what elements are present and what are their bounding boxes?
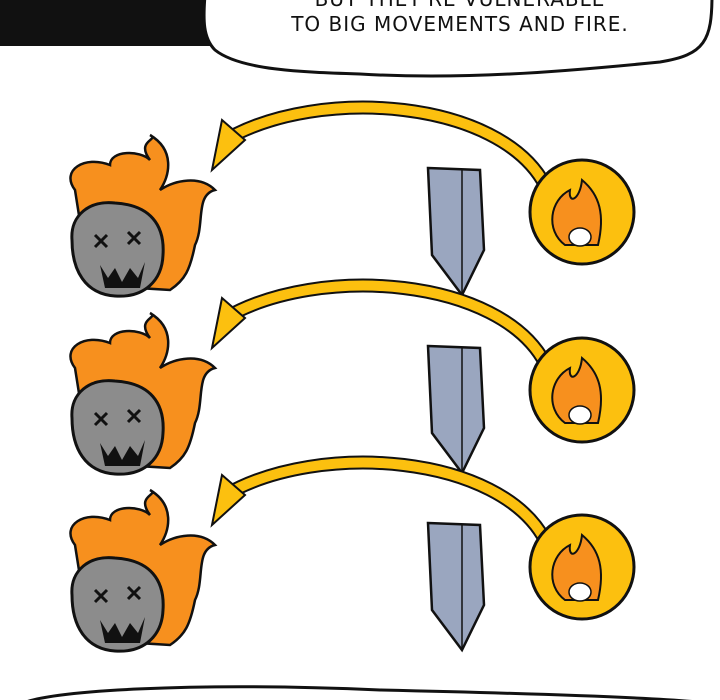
- bottom-speech-bubble: [27, 685, 693, 700]
- row-1: [70, 108, 634, 297]
- speech-line-2: TO BIG MOVEMENTS AND FIRE.: [291, 12, 629, 36]
- black-panel-band: [0, 0, 240, 46]
- row-2: [70, 286, 634, 475]
- row-3: [70, 463, 634, 652]
- speech-bubble: [202, 0, 714, 78]
- speech-line-1: BUT THEY'RE VULNERABLE: [230, 0, 690, 11]
